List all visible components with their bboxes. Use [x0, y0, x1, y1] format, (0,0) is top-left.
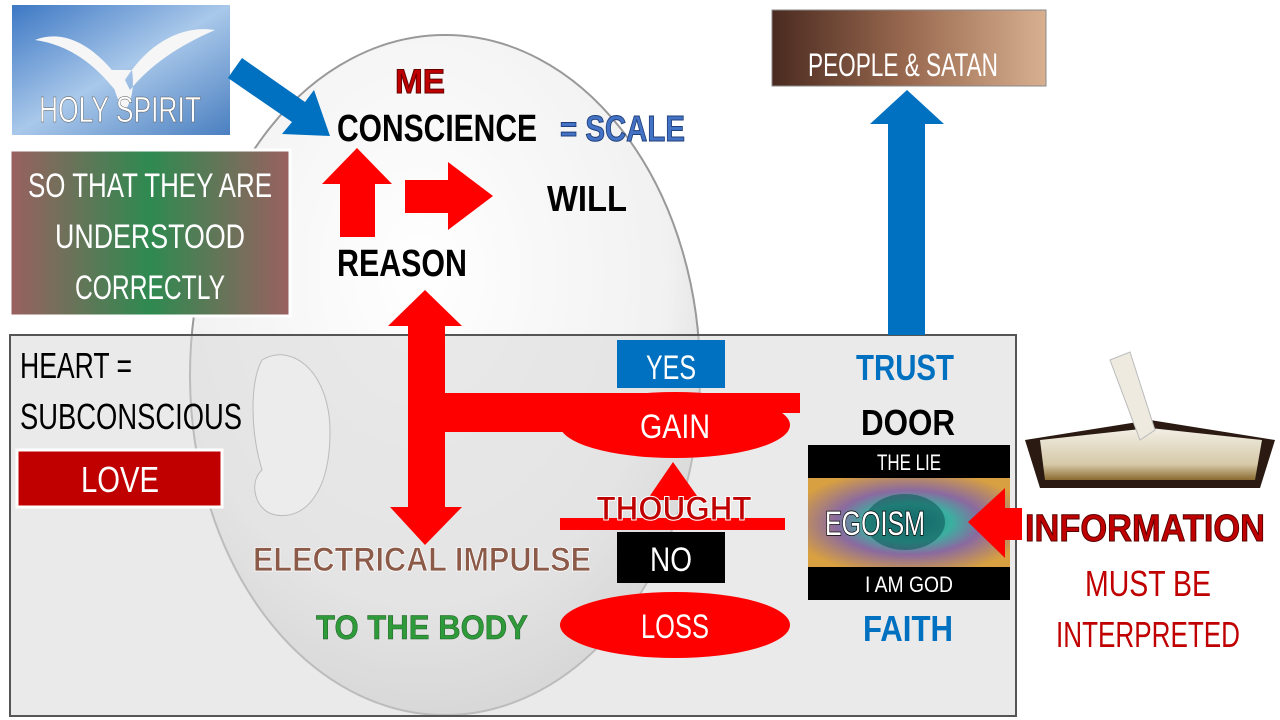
red-flow-arrows — [388, 290, 800, 545]
i-am-god-bar — [808, 567, 1010, 600]
thought-label: THOUGHT — [597, 490, 752, 528]
will-label: WILL — [547, 178, 627, 219]
no-label: NO — [650, 541, 692, 579]
conscience-label: CONSCIENCE — [337, 108, 537, 150]
red-left-arrow-information-to-egoism — [968, 488, 1022, 558]
note-box: SO THAT THEY ARE UNDERSTOOD CORRECTLY — [8, 148, 292, 318]
to-the-body-label: TO THE BODY — [316, 609, 528, 647]
yes-box — [617, 340, 725, 388]
bible-image — [1025, 351, 1275, 488]
people-and-satan-label: PEOPLE & SATAN — [808, 47, 998, 83]
faith-label: FAITH — [863, 608, 953, 649]
note-line-2: UNDERSTOOD — [55, 218, 245, 256]
love-box: LOVE — [15, 448, 224, 509]
subconscious-label: SUBCONSCIOUS — [20, 396, 242, 437]
scale-label: = SCALE — [560, 108, 685, 149]
eye-image — [808, 478, 1010, 567]
yes-label: YES — [646, 349, 696, 387]
information-label: INFORMATION — [1025, 508, 1265, 550]
electrical-impulse-label: ELECTRICAL IMPULSE — [253, 541, 591, 579]
interpreted-label: INTERPRETED — [1056, 614, 1240, 655]
trust-label: TRUST — [856, 347, 954, 388]
gain-ellipse — [560, 392, 790, 458]
gain-label: GAIN — [640, 408, 710, 446]
egoism-label: EGOISM — [825, 505, 925, 543]
note-line-3: CORRECTLY — [75, 269, 225, 307]
no-box — [617, 532, 725, 583]
red-right-arrow-to-will — [405, 162, 493, 230]
reason-label: REASON — [337, 243, 467, 285]
ear-shape — [252, 354, 331, 517]
thought-up-arrow — [647, 462, 700, 500]
heart-label: HEART = — [20, 345, 132, 386]
blue-up-arrow-to-people — [870, 90, 944, 335]
love-label: LOVE — [81, 459, 159, 500]
note-line-1: SO THAT THEY ARE — [28, 167, 272, 205]
the-lie-label: THE LIE — [877, 450, 941, 475]
people-and-satan-image: PEOPLE & SATAN — [771, 9, 1047, 87]
loss-ellipse — [560, 592, 790, 658]
loss-label: LOSS — [641, 608, 709, 646]
holy-spirit-image: HOLY SPIRIT — [12, 5, 230, 135]
holy-spirit-label: HOLY SPIRIT — [39, 89, 201, 130]
red-up-arrow-reason-to-conscience — [322, 148, 392, 237]
must-be-label: MUST BE — [1085, 563, 1211, 604]
me-label: ME — [395, 63, 445, 101]
thought-line — [560, 518, 785, 530]
door-label: DOOR — [861, 402, 955, 443]
blue-arrow-to-conscience — [228, 58, 330, 136]
the-lie-bar — [808, 445, 1010, 478]
i-am-god-label: I AM GOD — [865, 572, 953, 597]
dove-icon — [35, 29, 215, 111]
